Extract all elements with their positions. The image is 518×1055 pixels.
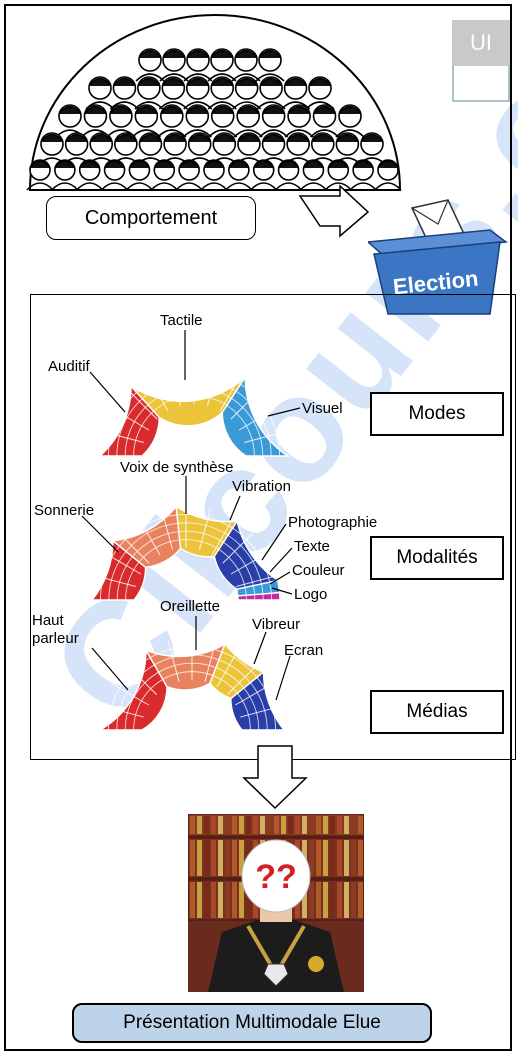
person-icon — [305, 76, 335, 110]
person-icon — [76, 159, 104, 191]
person-icon — [374, 159, 402, 191]
blank-face — [241, 839, 311, 913]
question-marks: ?? — [255, 858, 297, 896]
person-icon — [55, 104, 85, 138]
vibreur-label: Vibreur — [252, 616, 301, 633]
texte-label: Texte — [294, 538, 330, 555]
person-icon — [125, 159, 154, 191]
visuel-label: Visuel — [302, 400, 343, 417]
vote-arrow — [298, 184, 370, 238]
portrait-image: ?? — [188, 814, 364, 992]
photographie-label: Photographie — [288, 514, 378, 531]
ecran-label: Ecran — [284, 642, 324, 659]
person-icon — [309, 104, 340, 138]
person-icon — [106, 104, 136, 138]
person-icon — [274, 159, 303, 191]
person-icon — [250, 159, 278, 191]
couleur-label: Couleur — [292, 562, 345, 579]
person-icon — [175, 159, 203, 191]
oreillette-label: Oreillette — [160, 598, 221, 615]
person-icon — [51, 159, 79, 191]
medias-label: Médias — [370, 690, 504, 734]
person-icon — [26, 159, 54, 191]
person-icon — [182, 104, 212, 138]
person-icon — [308, 132, 338, 166]
crowd-icon — [26, 48, 402, 191]
voix-label: Voix de synthèse — [120, 459, 234, 476]
person-icon — [207, 48, 237, 82]
person-icon — [258, 132, 289, 166]
vibration-label: Vibration — [232, 478, 291, 495]
person-icon — [111, 132, 141, 166]
person-icon — [324, 159, 352, 191]
person-icon — [255, 48, 285, 82]
person-icon — [225, 159, 253, 191]
person-icon — [134, 76, 164, 110]
haut-label: Haut — [32, 612, 64, 629]
person-icon — [284, 104, 314, 138]
modalites-hemicycle — [90, 504, 281, 601]
person-icon — [100, 159, 129, 191]
person-icon — [80, 104, 111, 138]
logo-label: Logo — [294, 586, 328, 603]
person-icon — [185, 132, 215, 166]
person-icon — [231, 48, 261, 82]
easel-icon — [452, 66, 510, 102]
person-icon — [157, 104, 187, 138]
person-icon — [150, 159, 178, 191]
ui-badge: UI — [452, 20, 510, 66]
sonnerie-label: Sonnerie — [34, 502, 95, 519]
person-icon — [357, 132, 387, 166]
sector — [221, 374, 291, 457]
sector — [237, 591, 281, 601]
diagram-frame — [4, 4, 512, 1051]
person-icon — [283, 132, 313, 166]
result-label: Présentation Multimodale Elue — [72, 1003, 432, 1043]
person-icon — [158, 76, 188, 110]
person-icon — [256, 76, 286, 110]
person-icon — [135, 48, 165, 82]
parleur-label: parleur — [32, 630, 79, 647]
crowd-hemicycle — [26, 14, 402, 191]
person-icon — [109, 76, 140, 110]
modes-label: Modes — [370, 392, 504, 436]
person-icon — [208, 104, 238, 138]
person-icon — [349, 159, 377, 191]
person-icon — [332, 132, 362, 166]
person-icon — [299, 159, 328, 191]
person-icon — [200, 159, 228, 191]
person-icon — [335, 104, 365, 138]
person-icon — [209, 132, 239, 166]
modalites-label: Modalités — [370, 536, 504, 580]
modes-hemicycle — [98, 362, 291, 457]
behavior-label: Comportement — [46, 196, 256, 240]
tactile-label: Tactile — [160, 312, 203, 329]
person-icon — [259, 104, 289, 138]
medias-hemicycle — [97, 638, 286, 731]
auditif-label: Auditif — [48, 358, 90, 375]
person-icon — [233, 104, 263, 138]
person-icon — [232, 76, 262, 110]
label-pointers — [81, 330, 301, 701]
